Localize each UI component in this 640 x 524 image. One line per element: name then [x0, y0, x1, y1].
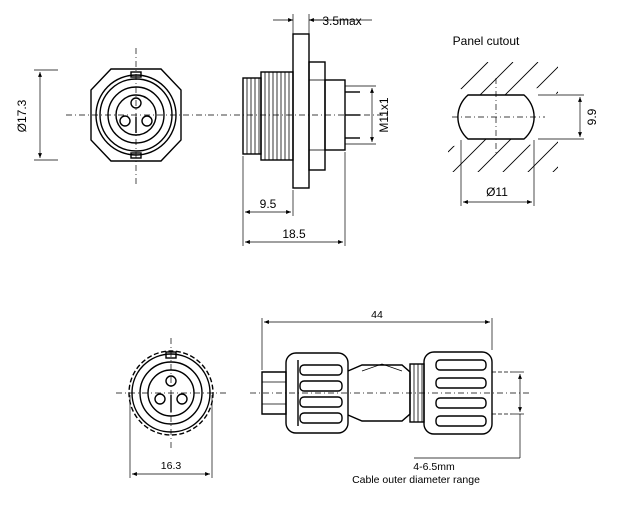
cutout-title: Panel cutout: [453, 34, 520, 48]
cable-range-label: 4-6.5mm: [413, 461, 455, 473]
socket-front-view: [34, 48, 206, 184]
cutout-flat-label: 9.9: [585, 108, 599, 125]
front-dia-label: Ø17.3: [15, 99, 29, 132]
plug-front-view: [116, 338, 226, 478]
cutout-dia-label: Ø11: [486, 185, 508, 199]
cable-caption: Cable outer diameter range: [352, 474, 480, 486]
body-len-label: 18.5: [282, 227, 306, 241]
plug-side-view: [250, 318, 530, 459]
socket-side-view: [208, 14, 388, 246]
flange-len-label: 9.5: [260, 197, 277, 211]
thread-label: M11x1: [377, 97, 391, 132]
panel-cutout-view: [424, 62, 584, 206]
plug-dia-label: 16.3: [161, 460, 182, 472]
panel-max-label: 3.5max: [322, 14, 361, 28]
plug-len-label: 44: [371, 309, 383, 321]
